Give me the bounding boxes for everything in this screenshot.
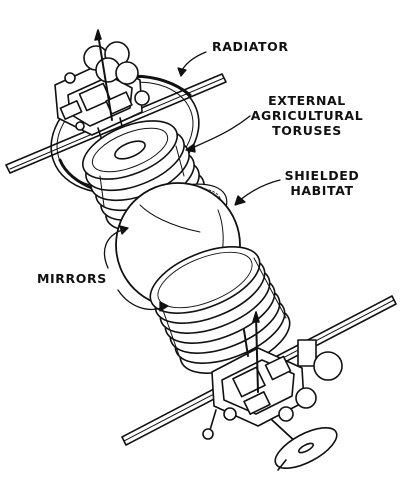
dish-antenna bbox=[271, 419, 338, 471]
label-toruses-line-3: TORUSES bbox=[272, 123, 342, 138]
label-habitat-line-1: SHIELDED bbox=[284, 168, 360, 183]
label-mirrors-text: MIRRORS bbox=[37, 271, 107, 286]
leader-toruses bbox=[185, 115, 251, 153]
leader-habitat bbox=[234, 179, 281, 206]
label-toruses-line-2: AGRICULTURAL bbox=[250, 108, 364, 123]
leader-radiator bbox=[177, 51, 207, 77]
label-habitat-line-2: HABITAT bbox=[290, 183, 354, 198]
bottom-sphere bbox=[313, 351, 343, 381]
label-radiator-text: RADIATOR bbox=[212, 39, 289, 54]
leader-mirrors bbox=[103, 225, 169, 312]
label-mirrors: MIRRORS bbox=[37, 271, 107, 286]
label-radiator: RADIATOR bbox=[212, 39, 289, 54]
top-mast bbox=[94, 29, 113, 121]
bottom-mast bbox=[252, 311, 260, 393]
label-toruses-line-1: EXTERNAL bbox=[268, 93, 346, 108]
label-external-agricultural-toruses: EXTERNAL AGRICULTURAL TORUSES bbox=[248, 93, 366, 138]
lower-torus-stack bbox=[149, 246, 291, 374]
label-shielded-habitat: SHIELDED HABITAT bbox=[280, 168, 364, 198]
